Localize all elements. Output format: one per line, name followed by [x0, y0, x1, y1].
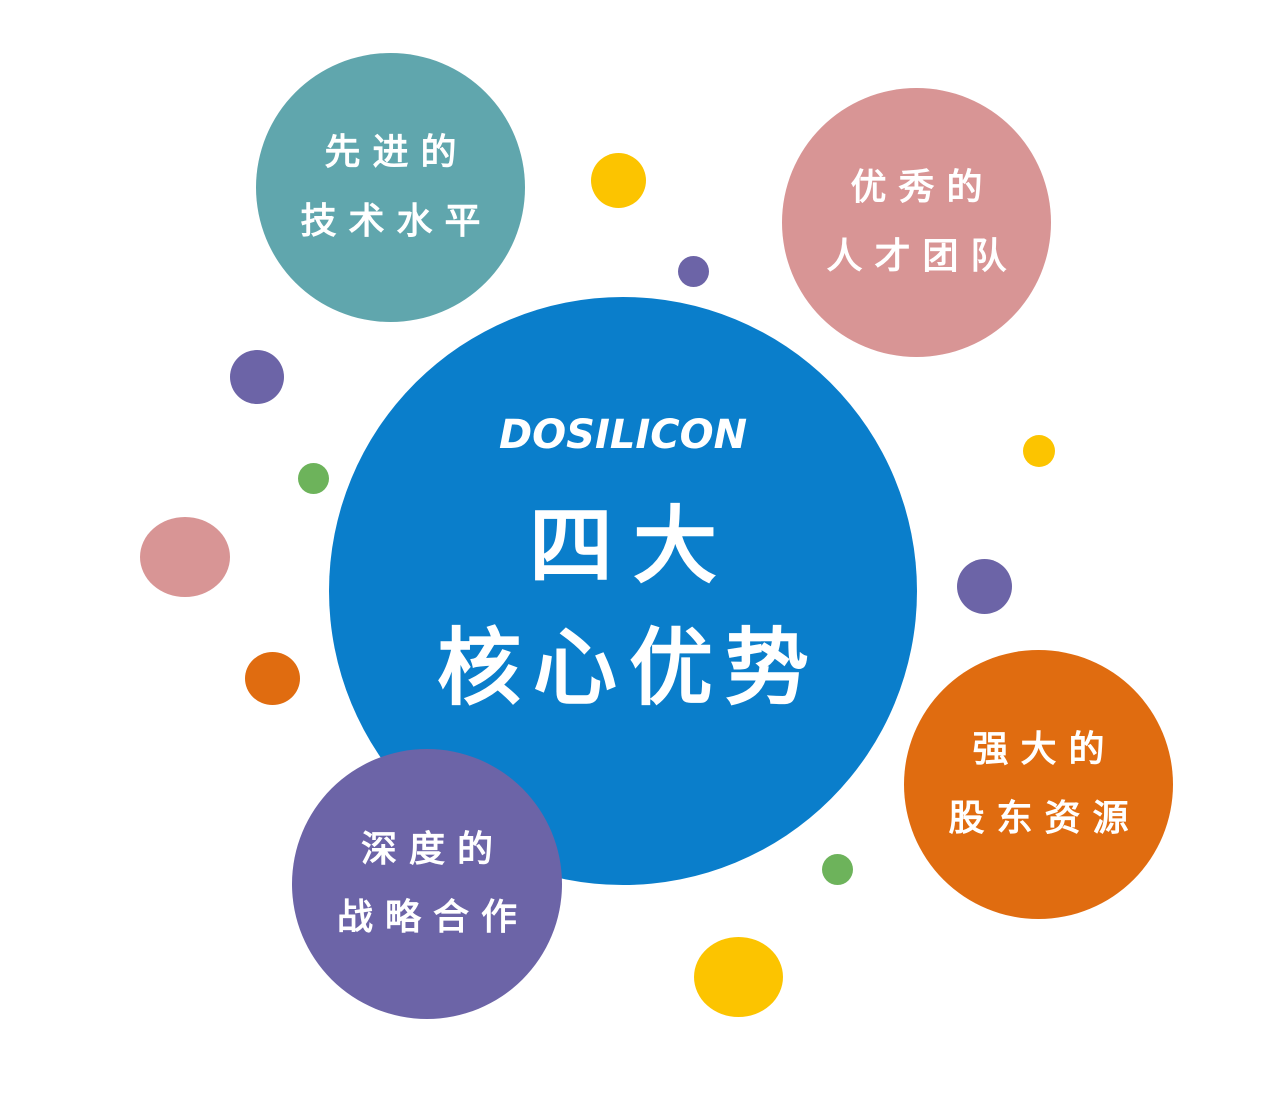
brand-logo: DOSILICON [498, 412, 748, 459]
decorative-dot-yellow [694, 937, 783, 1017]
advantage-label-line1: 强大的 [972, 729, 1117, 771]
advantage-label-line1: 深度的 [360, 828, 505, 870]
decorative-dot-yellow [1023, 435, 1055, 467]
center-title-line1: 四大 [528, 497, 737, 596]
decorative-dot-green [822, 854, 853, 885]
decorative-dot-orange [245, 652, 300, 705]
advantage-circle-tech: 先进的 技术水平 [256, 53, 525, 322]
advantage-label-line1: 先进的 [324, 132, 469, 174]
advantage-label-line2: 战略合作 [336, 897, 529, 938]
decorative-dot-pink [140, 517, 230, 597]
decorative-dot-purple [957, 559, 1012, 614]
decorative-dot-green [298, 463, 329, 494]
advantage-circle-talent: 优秀的 人才团队 [782, 88, 1051, 357]
advantage-label-line2: 人才团队 [826, 235, 1019, 277]
advantage-label-line1: 优秀的 [850, 167, 995, 209]
center-title-line2: 核心优势 [436, 619, 821, 717]
decorative-dot-yellow [591, 153, 646, 208]
decorative-dot-purple [678, 256, 709, 287]
advantage-label-line2: 技术水平 [300, 200, 493, 242]
advantage-circle-partnership: 深度的 战略合作 [292, 749, 562, 1019]
decorative-dot-purple [230, 350, 284, 404]
advantage-circle-shareholder: 强大的 股东资源 [904, 650, 1173, 919]
advantage-label-line2: 股东资源 [948, 797, 1141, 839]
